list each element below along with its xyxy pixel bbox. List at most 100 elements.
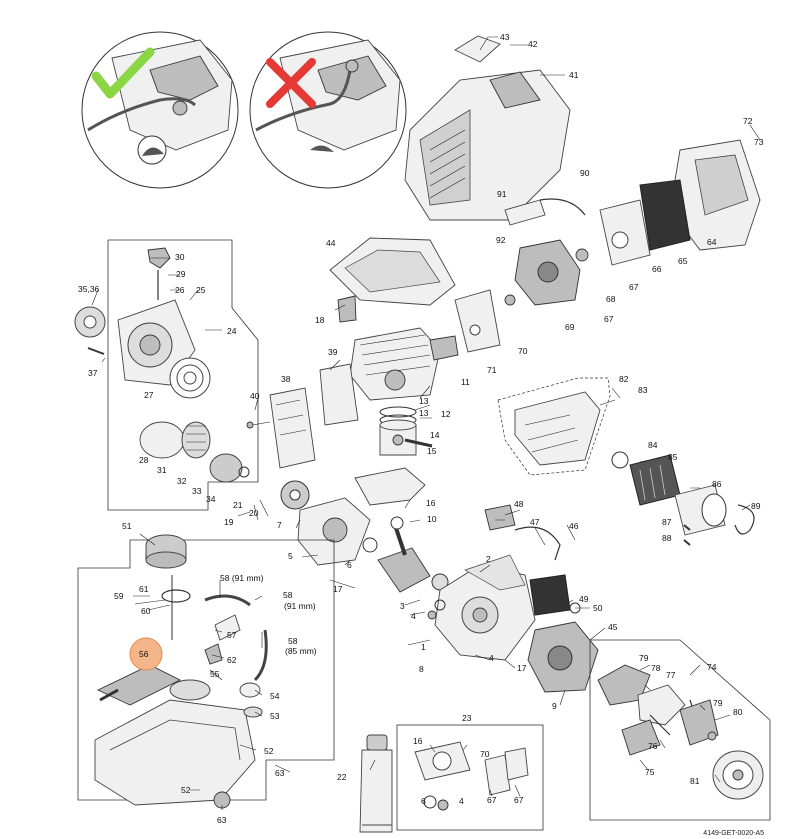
callout-56: 56	[139, 649, 149, 659]
leader-lines	[91, 36, 761, 810]
callout-50: 50	[593, 603, 603, 613]
callout-74: 74	[707, 662, 717, 672]
callout-80: 80	[733, 707, 743, 717]
callout-53: 53	[270, 711, 280, 721]
callout-4: 4	[411, 611, 416, 621]
callout-20: 20	[249, 508, 259, 518]
callout-67: 67	[604, 314, 614, 324]
callout-72: 72	[743, 116, 753, 126]
callout-38: 38	[281, 374, 291, 384]
callout-6: 6	[421, 796, 426, 806]
callout-32: 32	[177, 476, 187, 486]
callout-3: 3	[400, 601, 405, 611]
intake-flange	[454, 289, 516, 353]
drive-tube-group	[497, 377, 755, 546]
callout-69: 69	[565, 322, 575, 332]
fuel-tank	[94, 534, 268, 809]
callout-7: 7	[277, 520, 282, 530]
callout-23: 23	[462, 713, 472, 723]
callout-10: 10	[427, 514, 437, 524]
cross-mark	[266, 58, 316, 108]
callout-58-85mm: (85 mm)	[285, 646, 317, 656]
callout-58-91mm-b: (91 mm)	[284, 601, 316, 611]
callout-21: 21	[233, 500, 243, 510]
callout-33: 33	[192, 486, 202, 496]
callout-78: 78	[651, 663, 661, 673]
callout-66: 66	[652, 264, 662, 274]
callout-82: 82	[619, 374, 629, 384]
gasket-set	[414, 741, 529, 811]
callout-30: 30	[175, 252, 185, 262]
callout-48: 48	[514, 499, 524, 509]
callout-89: 89	[751, 501, 761, 511]
callout-71: 71	[487, 365, 497, 375]
callout-18: 18	[315, 315, 325, 325]
ignition-module	[484, 504, 599, 693]
callout-15: 15	[427, 446, 437, 456]
callout-labels: 42 43 41 72 73 90 91 92 64 65 66 67 68 6…	[78, 32, 764, 825]
callout-28: 28	[139, 455, 149, 465]
callout-75: 75	[645, 767, 655, 777]
callout-12: 12	[441, 409, 451, 419]
callout-8: 8	[419, 664, 424, 674]
callout-49: 49	[579, 594, 589, 604]
callout-47: 47	[530, 517, 540, 527]
callout-27: 27	[144, 390, 154, 400]
callout-51: 51	[122, 521, 132, 531]
callout-64: 64	[707, 237, 717, 247]
muffler	[246, 387, 316, 469]
callout-83: 83	[638, 385, 648, 395]
callout-67: 67	[514, 795, 524, 805]
callout-62: 62	[227, 655, 237, 665]
callout-70: 70	[480, 749, 490, 759]
clutch-group-frame	[589, 639, 771, 821]
callout-45: 45	[608, 622, 618, 632]
callout-19: 19	[224, 517, 234, 527]
grease-tube	[359, 734, 393, 833]
callout-5: 5	[288, 551, 293, 561]
starter-parts	[74, 247, 250, 483]
callout-68: 68	[606, 294, 616, 304]
callout-63: 63	[275, 768, 285, 778]
callout-63: 63	[217, 815, 227, 825]
callout-40: 40	[250, 391, 260, 401]
callout-52: 52	[181, 785, 191, 795]
crankcase	[427, 554, 536, 661]
callout-88: 88	[662, 533, 672, 543]
engine-shroud	[404, 35, 571, 221]
callout-57: 57	[227, 630, 237, 640]
callout-67: 67	[629, 282, 639, 292]
callout-92: 92	[496, 235, 506, 245]
fan-housing	[329, 237, 456, 323]
callout-24: 24	[227, 326, 237, 336]
callout-58: 58	[288, 636, 298, 646]
cylinder	[319, 327, 459, 426]
callout-42: 42	[528, 39, 538, 49]
callout-65: 65	[678, 256, 688, 266]
callout-59: 59	[114, 591, 124, 601]
callout-46: 46	[569, 521, 579, 531]
highlighted-callout-56[interactable]: 56	[129, 637, 163, 671]
callout-4: 4	[489, 653, 494, 663]
crankcase-half	[280, 467, 426, 566]
inset-incorrect	[249, 31, 407, 189]
callout-67: 67	[487, 795, 497, 805]
callout-44: 44	[326, 238, 336, 248]
callout-13: 13	[419, 408, 429, 418]
callout-86: 86	[712, 479, 722, 489]
callout-6: 6	[347, 560, 352, 570]
callout-25: 25	[196, 285, 206, 295]
callout-14: 14	[430, 430, 440, 440]
callout-2: 2	[486, 554, 491, 564]
gasket-set-frame	[396, 724, 544, 831]
callout-9: 9	[552, 701, 557, 711]
callout-37: 37	[88, 368, 98, 378]
callout-90: 90	[580, 168, 590, 178]
clutch	[597, 664, 764, 800]
callout-4: 4	[459, 796, 464, 806]
callout-35-36: 35,36	[78, 284, 100, 294]
air-filter-assembly	[575, 139, 761, 266]
callout-52: 52	[264, 746, 274, 756]
callout-79: 79	[639, 653, 649, 663]
